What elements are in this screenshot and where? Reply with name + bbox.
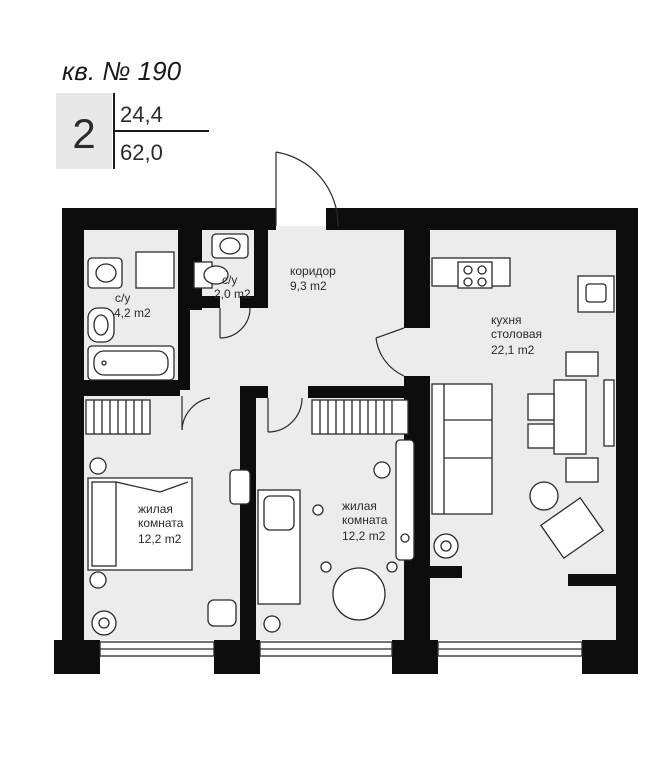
room-label-wc: с/у 2,0 m2 <box>214 273 251 301</box>
room-area: 9,3 m2 <box>290 279 327 293</box>
room-name: жилая <box>138 502 173 516</box>
bathroom-fixtures <box>87 251 175 381</box>
room-label-kitchen: кухня столовая 22,1 m2 <box>491 313 542 357</box>
room-name: жилая <box>342 499 377 513</box>
total-area-value: 62,0 <box>120 140 163 165</box>
room-name-line2: комната <box>138 516 184 530</box>
room-name: с/у <box>115 291 130 305</box>
rooms-count-badge <box>56 93 112 169</box>
rooms-count: 2 <box>72 110 95 157</box>
room-name: коридор <box>290 264 336 278</box>
bedroom-middle-furniture <box>229 399 415 633</box>
room-label-corridor: коридор 9,3 m2 <box>290 264 336 293</box>
bedroom-left-furniture <box>85 399 237 636</box>
living-area-value: 24,4 <box>120 102 163 127</box>
apartment-title: кв. № 190 <box>62 56 182 86</box>
room-name-line2: столовая <box>491 327 542 341</box>
room-area: 2,0 m2 <box>214 287 251 301</box>
room-area: 12,2 m2 <box>138 532 182 546</box>
room-label-bathroom: с/у 4,2 m2 <box>114 291 151 320</box>
area-divider-horizontal <box>113 130 209 132</box>
room-area: 12,2 m2 <box>342 529 386 543</box>
doors <box>181 151 405 433</box>
room-label-bedroom-middle: жилая комната 12,2 m2 <box>342 499 388 543</box>
room-area: 22,1 m2 <box>491 343 535 357</box>
windows <box>99 641 583 657</box>
room-name: с/у <box>222 273 237 287</box>
room-name-line2: комната <box>342 513 388 527</box>
kitchen-furniture <box>431 257 615 560</box>
room-area: 4,2 m2 <box>114 306 151 320</box>
room-name: кухня <box>491 313 522 327</box>
room-label-bedroom-left: жилая комната 12,2 m2 <box>138 502 184 546</box>
wc-fixtures <box>193 233 249 289</box>
walls <box>54 208 638 674</box>
